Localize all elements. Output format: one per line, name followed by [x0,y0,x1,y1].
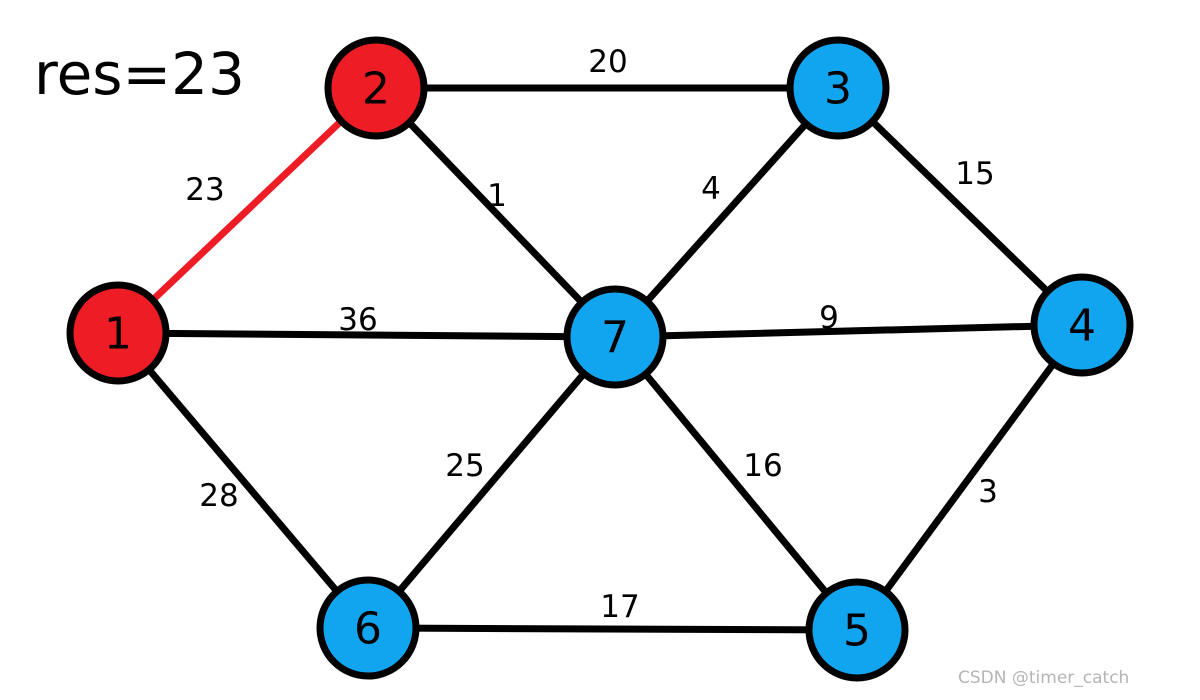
edge-weight-1-2: 23 [185,172,224,208]
graph-edge-7-4 [611,321,1086,341]
graph-edge-6-5 [364,624,861,634]
graph-node-7[interactable] [563,285,667,389]
graph-node-4[interactable] [1030,273,1134,377]
graph-edge-3-4 [834,84,1086,329]
graph-node-1[interactable] [66,281,170,385]
result-label: res=23 [34,40,245,108]
graph-edge-3-7 [611,84,842,341]
edges-layer [114,84,1086,634]
edge-weight-6-7: 25 [445,448,484,484]
edge-weight-1-7: 36 [338,302,377,338]
graph-node-6[interactable] [316,576,420,680]
graph-node-2[interactable] [324,36,428,140]
graph-node-3[interactable] [786,36,890,140]
graph-edge-2-7 [372,84,619,341]
graph-node-label-5: 5 [843,606,871,657]
edge-weight-5-4: 3 [978,474,998,510]
graph-node-label-2: 2 [362,64,390,115]
edge-weight-1-6: 28 [199,478,238,514]
watermark-label: CSDN @timer_catch [958,668,1130,688]
graph-node-label-4: 4 [1068,301,1096,352]
edge-weight-2-3: 20 [588,44,627,80]
graph-edge-7-5 [611,333,861,634]
edge-weight-7-4: 9 [819,300,839,336]
edge-weight-3-4: 15 [955,156,994,192]
graph-edge-6-7 [364,333,619,632]
graph-edge-1-7 [114,329,619,341]
edge-weight-3-7: 4 [701,171,721,207]
graph-node-label-7: 7 [601,313,629,364]
graph-node-label-6: 6 [354,604,382,655]
graph-node-label-3: 3 [824,64,852,115]
edge-weight-6-5: 17 [600,589,639,625]
graph-node-label-1: 1 [104,309,132,360]
graph-node-5[interactable] [805,578,909,682]
edge-weight-7-5: 16 [743,448,782,484]
graph-edge-1-2 [114,84,380,337]
graph-edge-5-4 [853,321,1086,634]
graph-edge-1-6 [114,329,372,632]
edge-weight-2-7: 1 [487,178,507,214]
